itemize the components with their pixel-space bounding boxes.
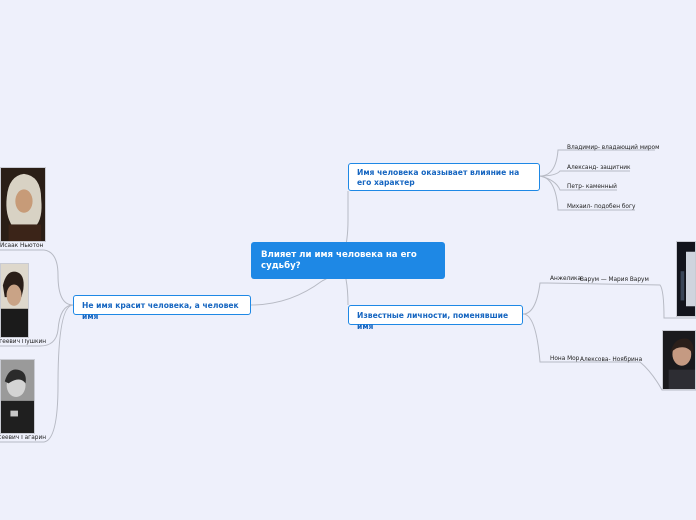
branch-influence-label: Имя человека оказывает влияние на его ха… xyxy=(357,168,520,187)
photo-gagarin[interactable] xyxy=(0,359,35,434)
portrait-image xyxy=(1,264,28,337)
photo-newton[interactable] xyxy=(0,167,46,242)
portrait-image xyxy=(677,242,695,316)
leaf-mikhail[interactable]: Михаил- подобен богу xyxy=(567,204,636,210)
branch-famous[interactable]: Известные личности, поменявшие имя xyxy=(348,305,523,331)
root-topic[interactable]: Влияет ли имя человека на его судьбу? xyxy=(251,242,445,279)
root-title: Влияет ли имя человека на его судьбу? xyxy=(261,250,417,271)
leaf-petr[interactable]: Петр- каменный xyxy=(567,184,617,190)
portrait-image xyxy=(1,360,34,433)
leaf-angelika-name[interactable]: Анжелика xyxy=(550,276,582,282)
leaf-nona-text[interactable]: Алексова- Ноябрина xyxy=(580,357,643,363)
branch-adorns-label: Не имя красит человека, а человек имя xyxy=(82,301,239,321)
caption-gagarin[interactable]: Юрий Алексеевич Гагарин xyxy=(0,435,46,441)
portrait-image xyxy=(1,168,45,241)
branch-adorns[interactable]: Не имя красит человека, а человек имя xyxy=(73,295,251,321)
photo-pushkin[interactable] xyxy=(0,263,29,338)
branch-influence[interactable]: Имя человека оказывает влияние на его ха… xyxy=(348,163,540,191)
leaf-angelika-text[interactable]: Варум — Мария Варум xyxy=(580,277,649,283)
leaf-nona-name[interactable]: Нона Мор xyxy=(550,356,580,362)
leaf-vladimir[interactable]: Владимир- владающий миром xyxy=(567,145,660,151)
branch-famous-label: Известные личности, поменявшие имя xyxy=(357,311,509,331)
caption-pushkin[interactable]: Александр Сергеевич Пушкин xyxy=(0,339,46,345)
portrait-image xyxy=(663,331,695,389)
leaf-aleksandr[interactable]: Александ- защитник xyxy=(567,165,631,171)
photo-nona[interactable] xyxy=(662,330,696,390)
photo-varum[interactable] xyxy=(676,241,696,317)
caption-newton[interactable]: Исаак Ньютон xyxy=(0,243,44,249)
